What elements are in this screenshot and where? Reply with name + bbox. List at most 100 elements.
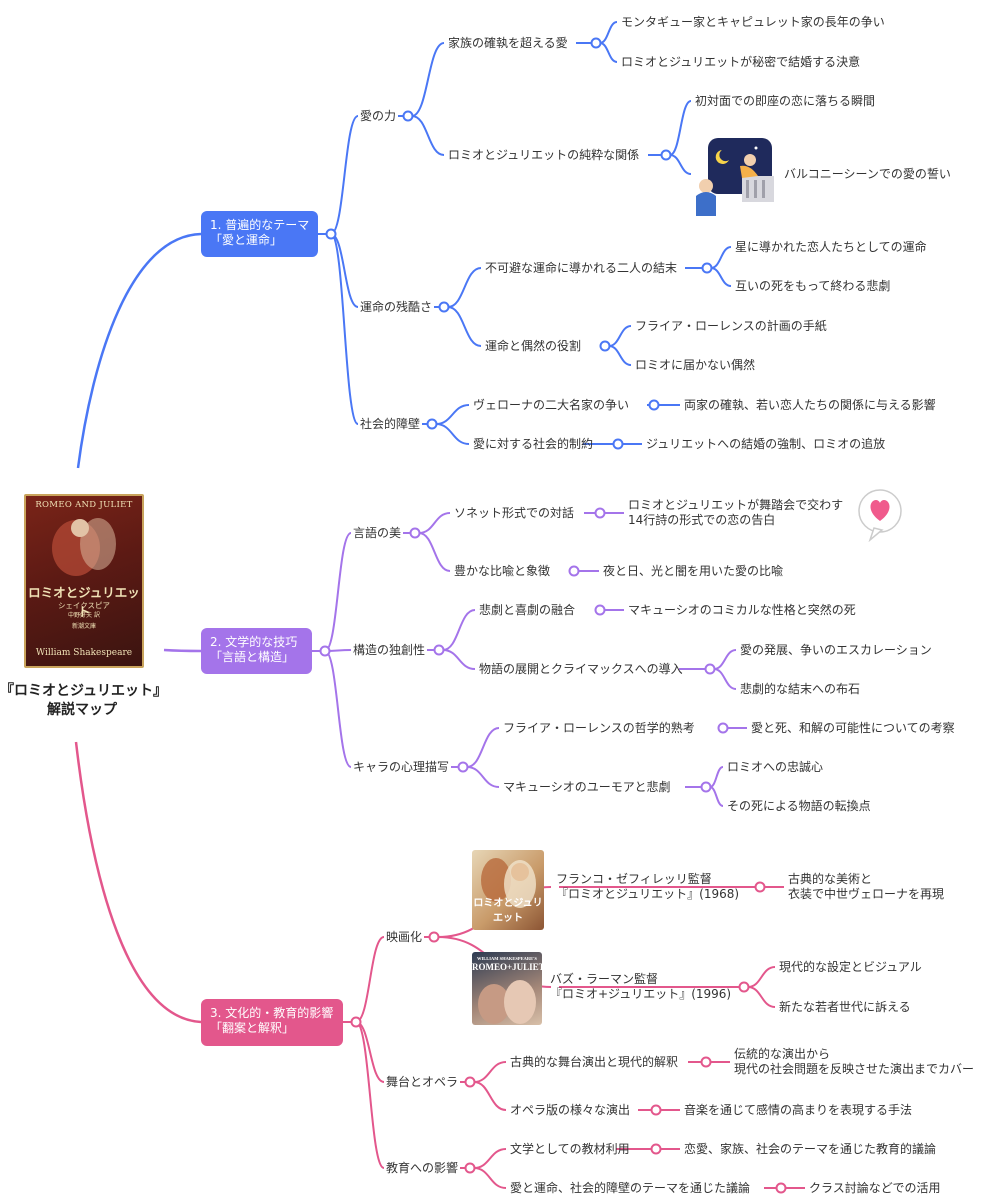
child-topic-label[interactable]: 文学としての教材利用 <box>510 1141 630 1156</box>
node-collapse-toggle[interactable] <box>594 507 606 519</box>
node-collapse-toggle[interactable] <box>409 527 421 539</box>
connector-line <box>447 267 482 308</box>
node-collapse-toggle[interactable] <box>599 340 611 352</box>
sub-topic-label[interactable]: キャラの心理描写 <box>353 759 450 774</box>
sub-topic-label[interactable]: 社会的障壁 <box>360 416 421 431</box>
node-collapse-toggle[interactable] <box>700 781 712 793</box>
leaf-topic-label[interactable]: バルコニーシーンでの愛の誓い <box>784 166 951 181</box>
sub-topic-label[interactable]: 言語の美 <box>353 525 402 540</box>
node-collapse-toggle[interactable] <box>612 438 624 450</box>
leaf-topic-label[interactable]: クラス討論などでの活用 <box>809 1180 941 1195</box>
leaf-topic-label[interactable]: ロミオとジュリエットが秘密で結婚する決意 <box>621 54 861 69</box>
node-collapse-toggle[interactable] <box>433 644 445 656</box>
leaf-topic-label[interactable]: 愛の発展、争いのエスカレーション <box>740 642 932 657</box>
root-title[interactable]: 『ロミオとジュリエット』 解説マップ <box>0 682 167 720</box>
leaf-topic-label[interactable]: 恋愛、家族、社会のテーマを通じた教育的議論 <box>684 1141 937 1156</box>
node-collapse-toggle[interactable] <box>660 149 672 161</box>
leaf-topic-label[interactable]: ロミオに届かない偶然 <box>635 357 756 372</box>
leaf-topic-label[interactable]: 伝統的な演出から現代の社会問題を反映させた演出までカバー <box>734 1047 975 1076</box>
child-topic-label[interactable]: 豊かな比喩と象徴 <box>454 563 551 578</box>
node-collapse-toggle[interactable] <box>648 399 660 411</box>
node-collapse-toggle[interactable] <box>428 931 440 943</box>
leaf-topic-label[interactable]: 愛と死、和解の可能性についての考察 <box>751 720 955 735</box>
node-collapse-toggle[interactable] <box>319 645 331 657</box>
branch-2-box[interactable]: 2. 文学的な技巧 「言語と構造」 <box>201 628 312 674</box>
child-topic-label[interactable]: 家族の確執を超える愛 <box>448 35 568 50</box>
child-topic-label[interactable]: 愛に対する社会的制約 <box>473 436 594 451</box>
leaf-topic-label[interactable]: 現代的な設定とビジュアル <box>779 959 922 974</box>
child-topic-label[interactable]: 愛と運命、社会的障壁のテーマを通じた議論 <box>510 1180 751 1195</box>
node-collapse-toggle[interactable] <box>650 1104 662 1116</box>
leaf-topic-label[interactable]: ジュリエットへの結婚の強制、ロミオの追放 <box>646 436 886 451</box>
node-collapse-toggle[interactable] <box>325 228 337 240</box>
connector-line <box>442 649 476 670</box>
child-topic-label[interactable]: 不可避な運命に導かれる二人の結末 <box>485 260 678 275</box>
connector-line <box>713 649 737 670</box>
leaf-topic-label[interactable]: その死による物語の転換点 <box>727 798 871 813</box>
branch-3-box[interactable]: 3. 文化的・教育的影響 「翻案と解釈」 <box>201 999 343 1046</box>
node-collapse-toggle[interactable] <box>464 1076 476 1088</box>
leaf-topic-label[interactable]: 古典的な美術と衣装で中世ヴェローナを再現 <box>788 872 945 901</box>
leaf-topic-label[interactable]: 星に導かれた恋人たちとしての運命 <box>735 239 927 254</box>
leaf-topic-label[interactable]: ロミオへの忠誠心 <box>727 759 824 774</box>
branch-1-box[interactable]: 1. 普遍的なテーマ 「愛と運命」 <box>201 211 318 257</box>
child-topic-label[interactable]: ロミオとジュリエットの純粋な関係 <box>448 147 640 162</box>
node-collapse-toggle[interactable] <box>754 881 766 893</box>
node-collapse-toggle[interactable] <box>717 722 729 734</box>
node-collapse-toggle[interactable] <box>426 418 438 430</box>
leaf-topic-label[interactable]: 音楽を通じて感情の高まりを表現する手法 <box>684 1102 913 1117</box>
leaf-topic-label[interactable]: マキューシオのコミカルな性格と突然の死 <box>628 602 856 617</box>
child-topic-label[interactable]: 運命と偶然の役割 <box>485 338 582 353</box>
connector-line <box>76 232 202 469</box>
connector-line <box>411 42 445 117</box>
film-1996-figures <box>478 980 536 1024</box>
node-collapse-toggle[interactable] <box>457 761 469 773</box>
child-topic-label[interactable]: フライア・ローレンスの哲学的熟考 <box>503 720 695 735</box>
leaf-topic-label[interactable]: 新たな若者世代に訴える <box>779 999 911 1014</box>
child-topic-label[interactable]: ソネット形式での対話 <box>454 505 575 520</box>
node-collapse-toggle[interactable] <box>704 663 716 675</box>
child-topic-label[interactable]: ヴェローナの二大名家の争い <box>473 397 630 412</box>
leaf-topic-label[interactable]: 夜と日、光と闇を用いた愛の比喩 <box>603 563 784 578</box>
node-collapse-toggle[interactable] <box>402 110 414 122</box>
node-collapse-toggle[interactable] <box>464 1162 476 1174</box>
leaf-topic-label[interactable]: 悲劇的な結末への布石 <box>740 681 861 696</box>
child-topic-label[interactable]: 古典的な舞台演出と現代的解釈 <box>510 1054 679 1069</box>
sub-topic-label[interactable]: 運命の残酷さ <box>360 299 433 314</box>
book-cover-title: ROMEO AND JULIET <box>35 500 133 510</box>
node-collapse-toggle[interactable] <box>738 981 750 993</box>
connector-line <box>163 648 202 653</box>
sub-topic-label[interactable]: 構造の独創性 <box>353 642 426 657</box>
child-topic-label[interactable]: オペラ版の様々な演出 <box>510 1102 631 1117</box>
sub-topic-label[interactable]: 映画化 <box>386 929 423 944</box>
node-collapse-toggle[interactable] <box>701 262 713 274</box>
node-collapse-toggle[interactable] <box>594 604 606 616</box>
connector-line <box>330 115 359 235</box>
connector-line <box>324 532 352 652</box>
sub-topic-label[interactable]: 愛の力 <box>360 108 397 123</box>
node-collapse-toggle[interactable] <box>568 565 580 577</box>
node-collapse-toggle[interactable] <box>775 1182 787 1194</box>
child-topic-label[interactable]: 物語の展開とクライマックスへの導入 <box>479 661 683 676</box>
child-topic-label[interactable]: バズ・ラーマン監督『ロミオ+ジュリエット』(1996) <box>550 972 732 1001</box>
node-collapse-toggle[interactable] <box>438 301 450 313</box>
child-topic-label[interactable]: フランコ・ゼフィレッリ監督『ロミオとジュリエット』(1968) <box>556 872 740 901</box>
node-collapse-toggle[interactable] <box>350 1016 362 1028</box>
connector-line <box>710 267 732 287</box>
sub-topic-label[interactable]: 舞台とオペラ <box>386 1074 459 1089</box>
leaf-topic-label[interactable]: 互いの死をもって終わる悲劇 <box>735 278 891 293</box>
node-collapse-toggle[interactable] <box>650 1143 662 1155</box>
leaf-topic-label[interactable]: モンタギュー家とキャピュレット家の長年の争い <box>621 14 885 29</box>
leaf-topic-label[interactable]: 初対面での即座の恋に落ちる瞬間 <box>695 93 876 108</box>
leaf-topic-label[interactable]: 両家の確執、若い恋人たちの関係に与える影響 <box>684 397 936 412</box>
node-collapse-toggle[interactable] <box>700 1056 712 1068</box>
leaf-topic-label[interactable]: フライア・ローレンスの計画の手紙 <box>635 318 827 333</box>
sub-topic-label[interactable]: 教育への影響 <box>386 1160 459 1175</box>
connector-line <box>473 1167 507 1189</box>
node-collapse-toggle[interactable] <box>590 37 602 49</box>
child-topic-label[interactable]: 悲劇と喜劇の融合 <box>479 602 576 617</box>
child-topic-label[interactable]: マキューシオのユーモアと悲劇 <box>503 779 671 794</box>
connector-line <box>713 668 737 690</box>
